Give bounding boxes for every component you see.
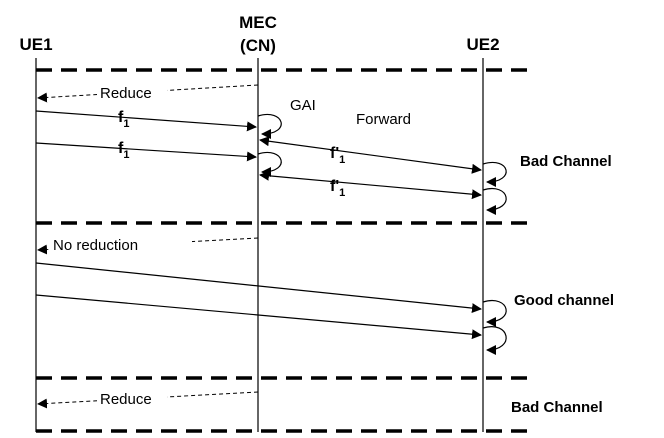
f1-arrow (35, 142, 257, 162)
label-backdrop (97, 390, 167, 408)
f1-prime-arrow (259, 136, 482, 174)
ue2-self-loop (482, 188, 507, 215)
no-reduction-label: No reduction (53, 237, 138, 254)
reduce-label: Reduce (100, 391, 152, 408)
label-backdrop (50, 235, 192, 253)
f1-arrow (35, 110, 257, 132)
ue2-self-loop (482, 300, 507, 327)
packet-arrow (35, 262, 482, 314)
f1-prime-label: f'1 (330, 178, 345, 199)
mec-sublabel: (CN) (240, 36, 276, 55)
f1-prime-arrow (259, 170, 482, 200)
mec-self-loop (257, 113, 282, 139)
ue2-label: UE2 (466, 35, 499, 54)
reduce-arrow (37, 84, 259, 103)
packet-arrow (35, 294, 482, 340)
f1-label: f1 (118, 140, 129, 161)
mec-label: MEC (239, 13, 277, 32)
ue2-self-loop (482, 326, 507, 355)
bad-channel-label: Bad Channel (511, 399, 603, 416)
forward-label: Forward (356, 111, 411, 128)
label-backdrop (97, 83, 167, 101)
ue1-label: UE1 (19, 35, 52, 54)
mec-self-loop (257, 151, 282, 177)
good-channel-label: Good channel (514, 292, 614, 309)
reduce-arrow (37, 391, 259, 409)
reduce-label: Reduce (100, 85, 152, 102)
bad-channel-label: Bad Channel (520, 153, 612, 170)
f1-label: f1 (118, 109, 129, 130)
ue2-self-loop (482, 161, 507, 187)
f1-prime-label: f'1 (330, 145, 345, 166)
gai-label: GAI (290, 97, 316, 114)
